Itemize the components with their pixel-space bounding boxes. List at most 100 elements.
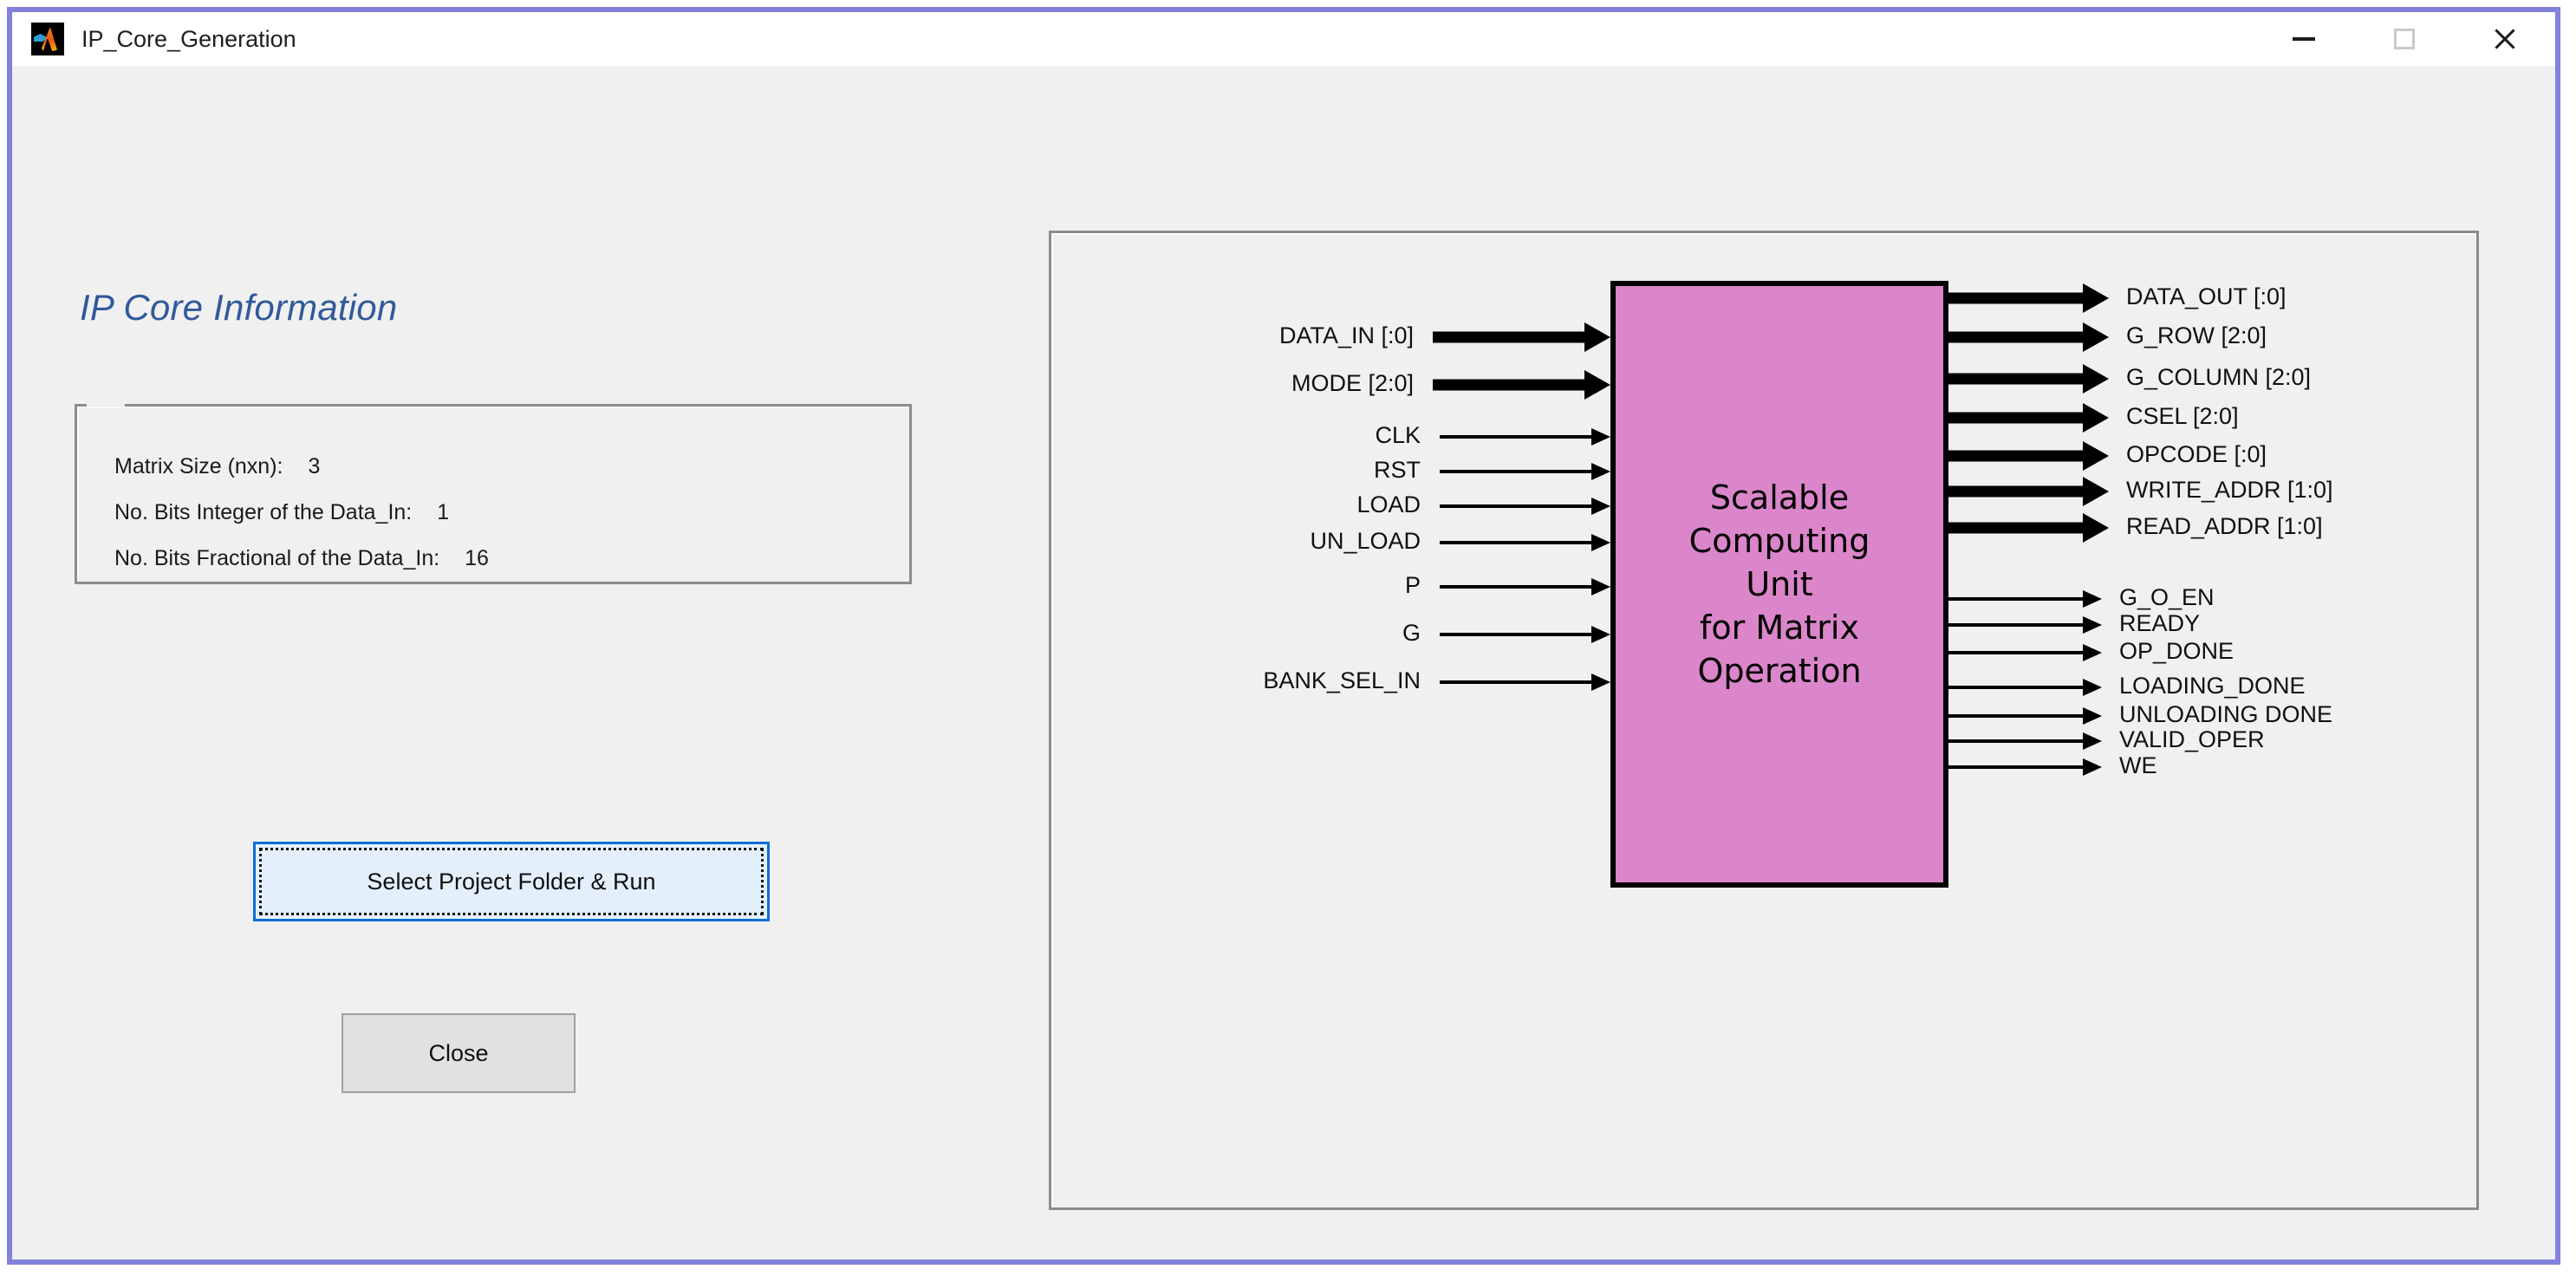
output-port-label: G_ROW [2:0]	[2126, 322, 2267, 348]
info-label: No. Bits Fractional of the Data_In:	[114, 546, 440, 570]
output-port-label: OP_DONE	[2119, 638, 2234, 664]
close-button-label: Close	[428, 1039, 489, 1066]
info-label: Matrix Size (nxn):	[114, 454, 283, 478]
arrow-head-icon	[2083, 644, 2102, 661]
info-value: 3	[308, 454, 321, 478]
info-value: 16	[465, 546, 489, 570]
input-port-label: UN_LOAD	[1310, 528, 1421, 554]
core-block-line: Scalable	[1709, 478, 1850, 517]
arrow-head-icon	[2083, 403, 2109, 433]
signal-line	[1948, 292, 2083, 304]
arrow-head-icon	[1591, 674, 1610, 691]
output-port-label: UNLOADING DONE	[2119, 701, 2333, 727]
core-block-line: Unit	[1746, 564, 1813, 603]
signal-line	[1440, 504, 1591, 508]
arrow-head-icon	[1584, 370, 1610, 400]
input-port-label: RST	[1374, 457, 1421, 483]
signal-line	[1948, 597, 2083, 601]
window-controls	[2254, 12, 2555, 66]
signal-line	[1948, 686, 2083, 689]
maximize-icon	[2394, 29, 2415, 49]
arrow-head-icon	[2083, 441, 2109, 471]
output-port-label: G_O_EN	[2119, 584, 2215, 610]
output-port-label: WE	[2119, 752, 2157, 778]
output-port-label: LOADING_DONE	[2119, 673, 2306, 699]
close-window-button[interactable]	[2455, 12, 2555, 66]
input-port-label: MODE [2:0]	[1291, 370, 1414, 396]
run-button-label: Select Project Folder & Run	[367, 868, 656, 895]
arrow-head-icon	[2083, 590, 2102, 608]
input-port-label: CLK	[1375, 422, 1421, 448]
arrow-head-icon	[2083, 679, 2102, 696]
block-diagram: Scalable Computing Unit for Matrix Opera…	[1051, 233, 2476, 1207]
arrow-head-icon	[2083, 616, 2102, 634]
window-title: IP_Core_Generation	[81, 25, 296, 52]
signal-line	[1433, 379, 1584, 391]
arrow-head-icon	[2083, 283, 2109, 313]
arrow-head-icon	[2083, 477, 2109, 506]
core-block-line: Computing	[1688, 521, 1870, 560]
close-button[interactable]: Close	[342, 1013, 576, 1093]
signal-line	[1948, 412, 2083, 424]
signal-line	[1440, 470, 1591, 473]
signal-line	[1948, 485, 2083, 498]
signal-line	[1948, 765, 2083, 769]
arrow-head-icon	[2083, 707, 2102, 725]
info-label: No. Bits Integer of the Data_In:	[114, 500, 413, 524]
signal-line	[1948, 623, 2083, 627]
signal-line	[1948, 331, 2083, 343]
application-window: IP_Core_Generation IP Core Information	[7, 7, 2560, 1265]
maximize-button[interactable]	[2354, 12, 2455, 66]
output-port-label: CSEL [2:0]	[2126, 403, 2239, 429]
arrow-head-icon	[1591, 498, 1610, 515]
output-port-label: VALID_OPER	[2119, 726, 2265, 752]
output-port-label: WRITE_ADDR [1:0]	[2126, 477, 2333, 503]
signal-line	[1440, 680, 1591, 684]
output-port-label: DATA_OUT [:0]	[2126, 283, 2287, 309]
arrow-head-icon	[2083, 732, 2102, 750]
signal-line	[1948, 373, 2083, 385]
arrow-head-icon	[1591, 428, 1610, 446]
block-diagram-panel: Scalable Computing Unit for Matrix Opera…	[1049, 231, 2479, 1210]
input-port-label: BANK_SEL_IN	[1263, 667, 1421, 693]
panel-title-slot	[87, 401, 125, 407]
core-block: Scalable Computing Unit for Matrix Opera…	[1610, 281, 1948, 888]
output-port-label: G_COLUMN [2:0]	[2126, 364, 2312, 390]
input-port-label: DATA_IN [:0]	[1278, 322, 1414, 348]
arrow-head-icon	[1591, 626, 1610, 643]
arrow-head-icon	[1591, 578, 1610, 595]
arrow-head-icon	[1591, 534, 1610, 551]
arrow-head-icon	[1584, 322, 1610, 352]
arrow-head-icon	[1591, 463, 1610, 480]
table-row: No. Bits Fractional of the Data_In: 16	[114, 536, 894, 582]
minimize-button[interactable]	[2254, 12, 2354, 66]
output-port-label: READY	[2119, 610, 2201, 636]
core-block-line: Operation	[1697, 652, 1862, 691]
output-port-label: OPCODE [:0]	[2126, 441, 2267, 467]
signal-line	[1948, 714, 2083, 718]
signal-line	[1948, 522, 2083, 534]
table-row: No. Bits Integer of the Data_In: 1	[114, 490, 894, 536]
core-block-line: for Matrix	[1700, 608, 1859, 648]
signal-line	[1440, 585, 1591, 589]
signal-line	[1440, 633, 1591, 636]
signal-line	[1948, 450, 2083, 462]
signal-line	[1948, 651, 2083, 654]
info-value: 1	[437, 500, 450, 524]
input-port-label: LOAD	[1356, 491, 1421, 517]
arrow-head-icon	[2083, 513, 2109, 543]
matlab-icon	[31, 23, 64, 55]
page-title: IP Core Information	[80, 287, 398, 328]
signal-line	[1440, 541, 1591, 544]
ip-core-info-panel	[75, 404, 912, 584]
signal-line	[1440, 435, 1591, 439]
select-project-folder-and-run-button[interactable]: Select Project Folder & Run	[253, 842, 770, 921]
input-port-label: P	[1404, 572, 1421, 598]
signal-line	[1948, 739, 2083, 743]
client-area: IP Core Information Matrix Size (nxn): 3…	[12, 66, 2555, 1259]
table-row: Matrix Size (nxn): 3	[114, 444, 894, 490]
output-port-label: READ_ADDR [1:0]	[2126, 513, 2323, 539]
arrow-head-icon	[2083, 322, 2109, 352]
close-icon	[2492, 26, 2518, 52]
